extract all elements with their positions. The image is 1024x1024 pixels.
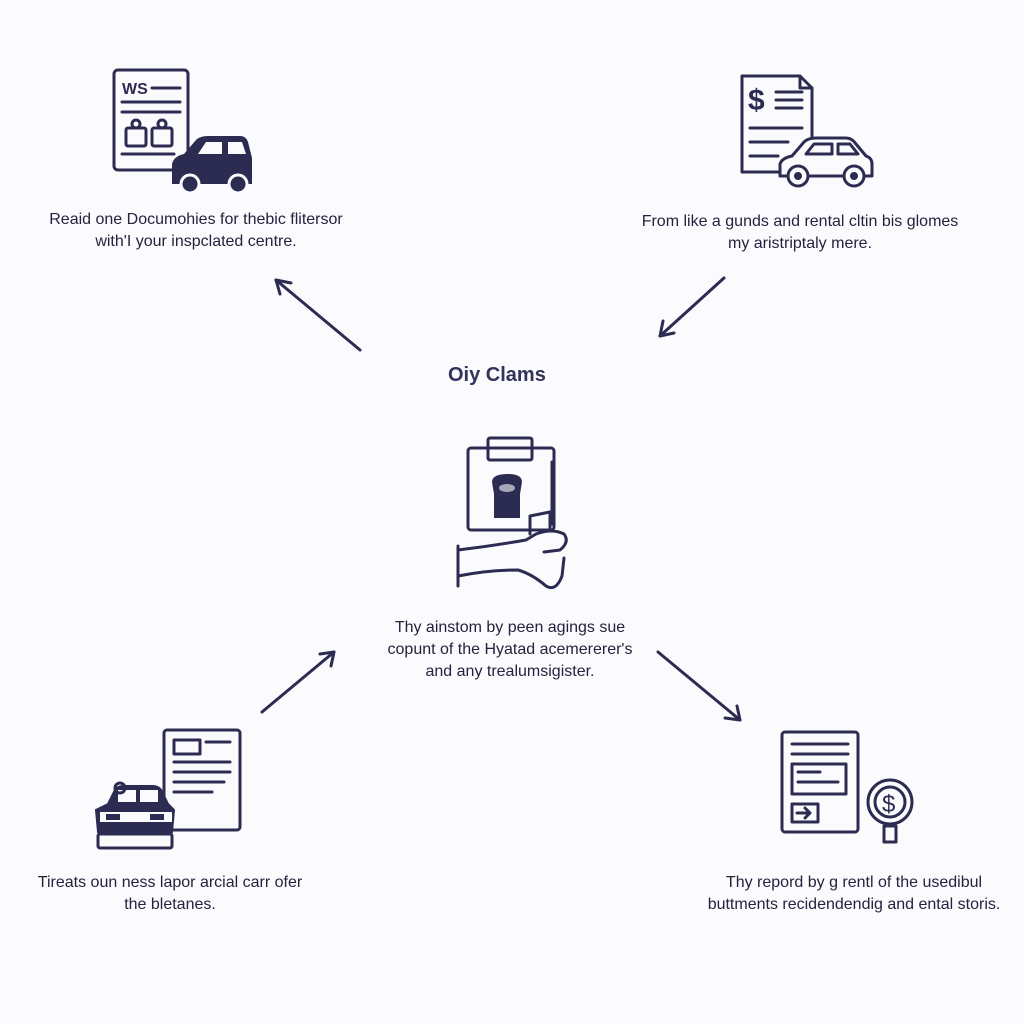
document-dollar-icon: $	[780, 730, 920, 850]
arrow-top-right-to-center	[658, 276, 726, 338]
arrow-bottom-left-to-center	[260, 650, 336, 714]
caption-line: Tireats oun ness lapor arcial carr ofer	[37, 874, 303, 891]
document-car-icon: WS	[110, 66, 260, 196]
caption-line: copunt of the Hyatad acemererer's	[387, 641, 633, 658]
step-caption-bottom-left: Tireats oun ness lapor arcial carr ofer …	[0, 872, 340, 916]
clipboard-hand-icon	[452, 436, 577, 596]
doc-badge-dollar: $	[748, 84, 765, 117]
document-jeep-icon	[92, 728, 247, 853]
caption-line: buttments recidendendig and ental storis…	[707, 896, 1001, 913]
caption-line: From like a gunds and rental cltin bis g…	[641, 213, 959, 230]
center-title: Oiy Clams	[448, 364, 546, 386]
coin-dollar: $	[882, 791, 895, 818]
step-caption-bottom-right: Thy repord by g rentl of the usedibul bu…	[686, 872, 1022, 916]
step-caption-top-right: From like a gunds and rental cltin bis g…	[620, 211, 980, 255]
step-caption-top-left: Reaid one Documohies for thebic fliterso…	[16, 209, 376, 253]
caption-line: Thy repord by g rentl of the usedibul	[725, 874, 983, 891]
doc-badge-ws: WS	[122, 81, 148, 98]
caption-line: Thy ainstom by peen agings sue	[394, 619, 626, 636]
center-caption: Thy ainstom by peen agings sue copunt of…	[330, 617, 690, 683]
caption-line: and any trealumsigister.	[425, 663, 595, 680]
caption-line: with'I your inspclated centre.	[95, 233, 297, 250]
caption-line: Reaid one Documohies for thebic fliterso…	[49, 211, 343, 228]
arrow-center-to-bottom-right	[656, 650, 742, 722]
caption-line: my aristriptaly mere.	[727, 235, 873, 252]
caption-line: the bletanes.	[124, 896, 216, 913]
invoice-car-icon: $	[738, 72, 888, 197]
arrow-center-to-top-left	[274, 278, 362, 352]
